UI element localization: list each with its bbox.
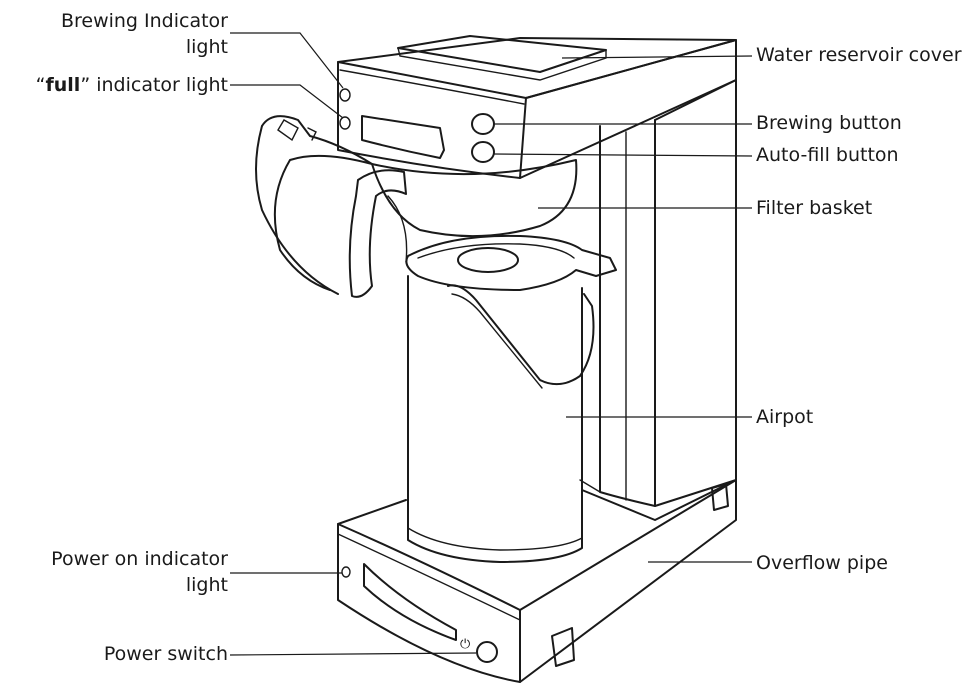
label-power-on-indicator-light: Power on indicator light [51,546,228,598]
label-power-on-line2: light [185,574,228,596]
power-on-indicator-light [341,566,351,578]
label-airpot: Airpot [756,406,814,428]
power-icon: ⏻ [460,637,471,652]
label-brewing-indicator-line1: Brewing Indicator [60,10,228,32]
label-full-rest: ” indicator light [80,74,228,96]
brewing-button[interactable] [471,113,495,135]
label-overflow-pipe: Overflow pipe [756,552,888,574]
label-brewing-indicator-light: Brewing Indicator light [61,8,228,60]
label-water-reservoir-cover: Water reservoir cover [756,44,962,66]
filter-basket-handle [255,115,408,298]
water-reservoir-cover [397,35,607,81]
top-housing [337,37,737,179]
label-auto-fill-button: Auto-fill button [756,144,899,166]
auto-fill-button[interactable] [471,141,495,163]
display-window [361,115,445,159]
label-brewing-indicator-line2: light [185,36,228,58]
label-brewing-button: Brewing button [756,112,902,134]
filter-basket [371,159,578,238]
leader-lines [229,32,753,656]
label-filter-basket: Filter basket [756,197,873,219]
back-column [579,79,737,507]
label-full-word: full [45,74,81,96]
label-full-quote-open: “ [35,74,46,96]
full-indicator-light [339,116,351,130]
label-power-switch: Power switch [103,643,228,665]
indicator-lights [339,88,351,130]
brewing-indicator-light [339,88,351,102]
label-power-on-line1: Power on indicator [51,548,228,570]
airpot [405,234,617,563]
power-switch[interactable] [476,641,498,663]
base [337,479,737,683]
label-full-indicator-light: “full” indicator light [36,72,228,98]
